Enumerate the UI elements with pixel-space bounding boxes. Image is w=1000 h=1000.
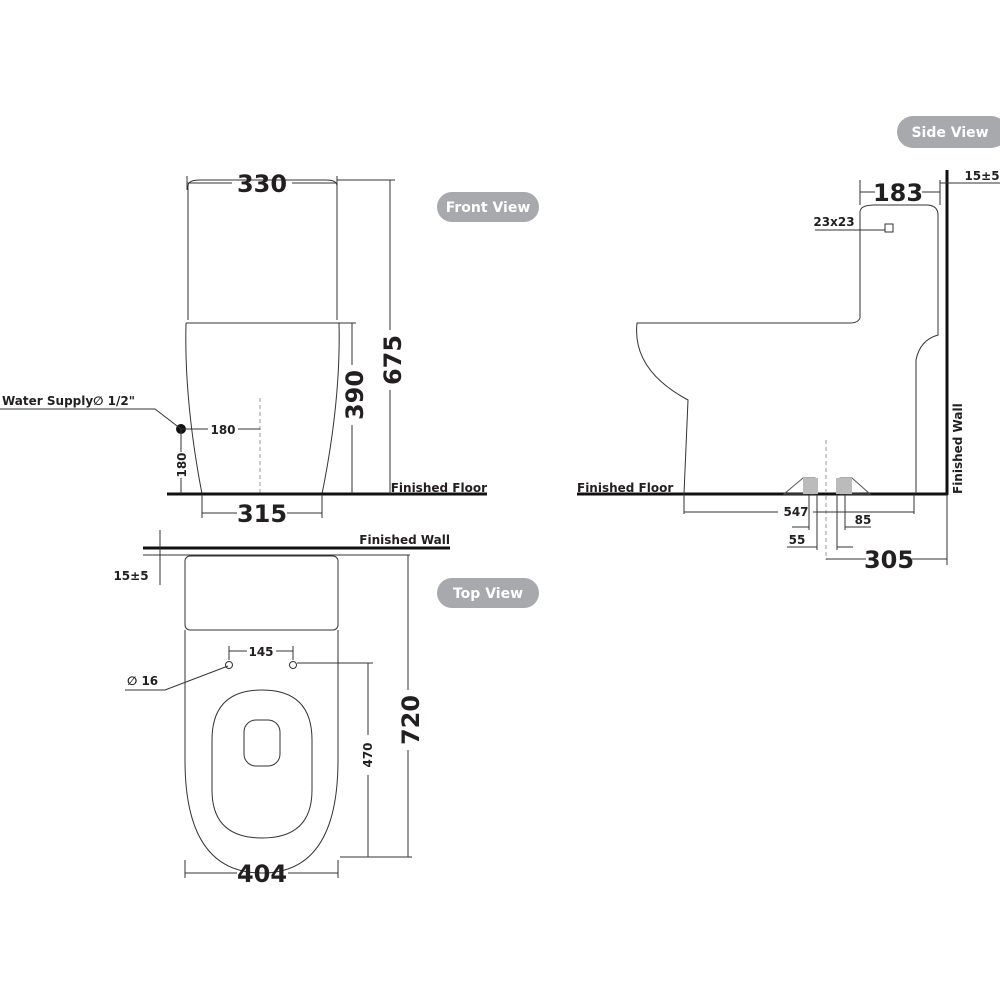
top-view-badge: Top View — [437, 578, 539, 608]
side-view-badge: Side View — [897, 116, 1000, 148]
top-tank-outline — [184, 555, 339, 631]
dim-total-depth: 720 — [397, 695, 425, 745]
dim-hole-diameter: ∅ 16 — [127, 674, 158, 688]
side-wall-label: Finished Wall — [951, 403, 965, 494]
top-view: Top View Finished Wall 15±5 145 ∅ 16 470… — [113, 530, 539, 888]
side-body-outline — [636, 204, 939, 495]
dim-tank-depth: 183 — [873, 179, 923, 207]
top-wall-label: Finished Wall — [359, 533, 450, 547]
fixing-hole-right — [289, 661, 297, 669]
dim-top-wall-gap: 15±5 — [113, 569, 148, 583]
front-bowl-outline — [185, 322, 340, 495]
bowl-opening — [243, 719, 281, 767]
front-floor-label: Finished Floor — [391, 481, 487, 495]
flush-button — [884, 223, 894, 233]
dim-top-width: 404 — [237, 860, 287, 888]
dim-button-size: 23x23 — [813, 215, 854, 229]
dim-base-length: 547 — [783, 505, 808, 519]
dim-height-bowl: 390 — [341, 370, 369, 420]
dim-width-top: 330 — [237, 170, 287, 198]
front-tank-outline — [187, 179, 338, 320]
front-view: Front View Finished Floor 330 675 390 31… — [0, 170, 539, 528]
side-floor-label: Finished Floor — [577, 481, 673, 495]
dim-outlet-inner: 55 — [789, 533, 806, 547]
fixing-hole-left — [225, 661, 233, 669]
dim-rough-in: 305 — [864, 546, 914, 574]
dim-seat-depth: 470 — [361, 742, 375, 767]
dim-supply-height: 180 — [175, 452, 189, 477]
front-view-title: Front View — [446, 200, 531, 216]
seat-outline — [211, 689, 313, 839]
side-view: Side View Finished Wall Finished Floor 1… — [577, 116, 1000, 574]
top-body-outline — [184, 630, 339, 874]
outlet-flange — [782, 477, 872, 495]
top-view-title: Top View — [453, 586, 523, 602]
dim-supply-offset: 180 — [210, 423, 235, 437]
dim-height-total: 675 — [379, 335, 407, 385]
front-view-badge: Front View — [437, 192, 539, 222]
dim-hole-spacing: 145 — [248, 645, 273, 659]
water-supply-label: Water Supply∅ 1/2" — [2, 394, 135, 408]
dim-side-wall-gap: 15±5 — [964, 169, 999, 183]
side-view-title: Side View — [911, 125, 988, 141]
dim-width-base: 315 — [237, 500, 287, 528]
dim-outlet-outer: 85 — [855, 513, 872, 527]
